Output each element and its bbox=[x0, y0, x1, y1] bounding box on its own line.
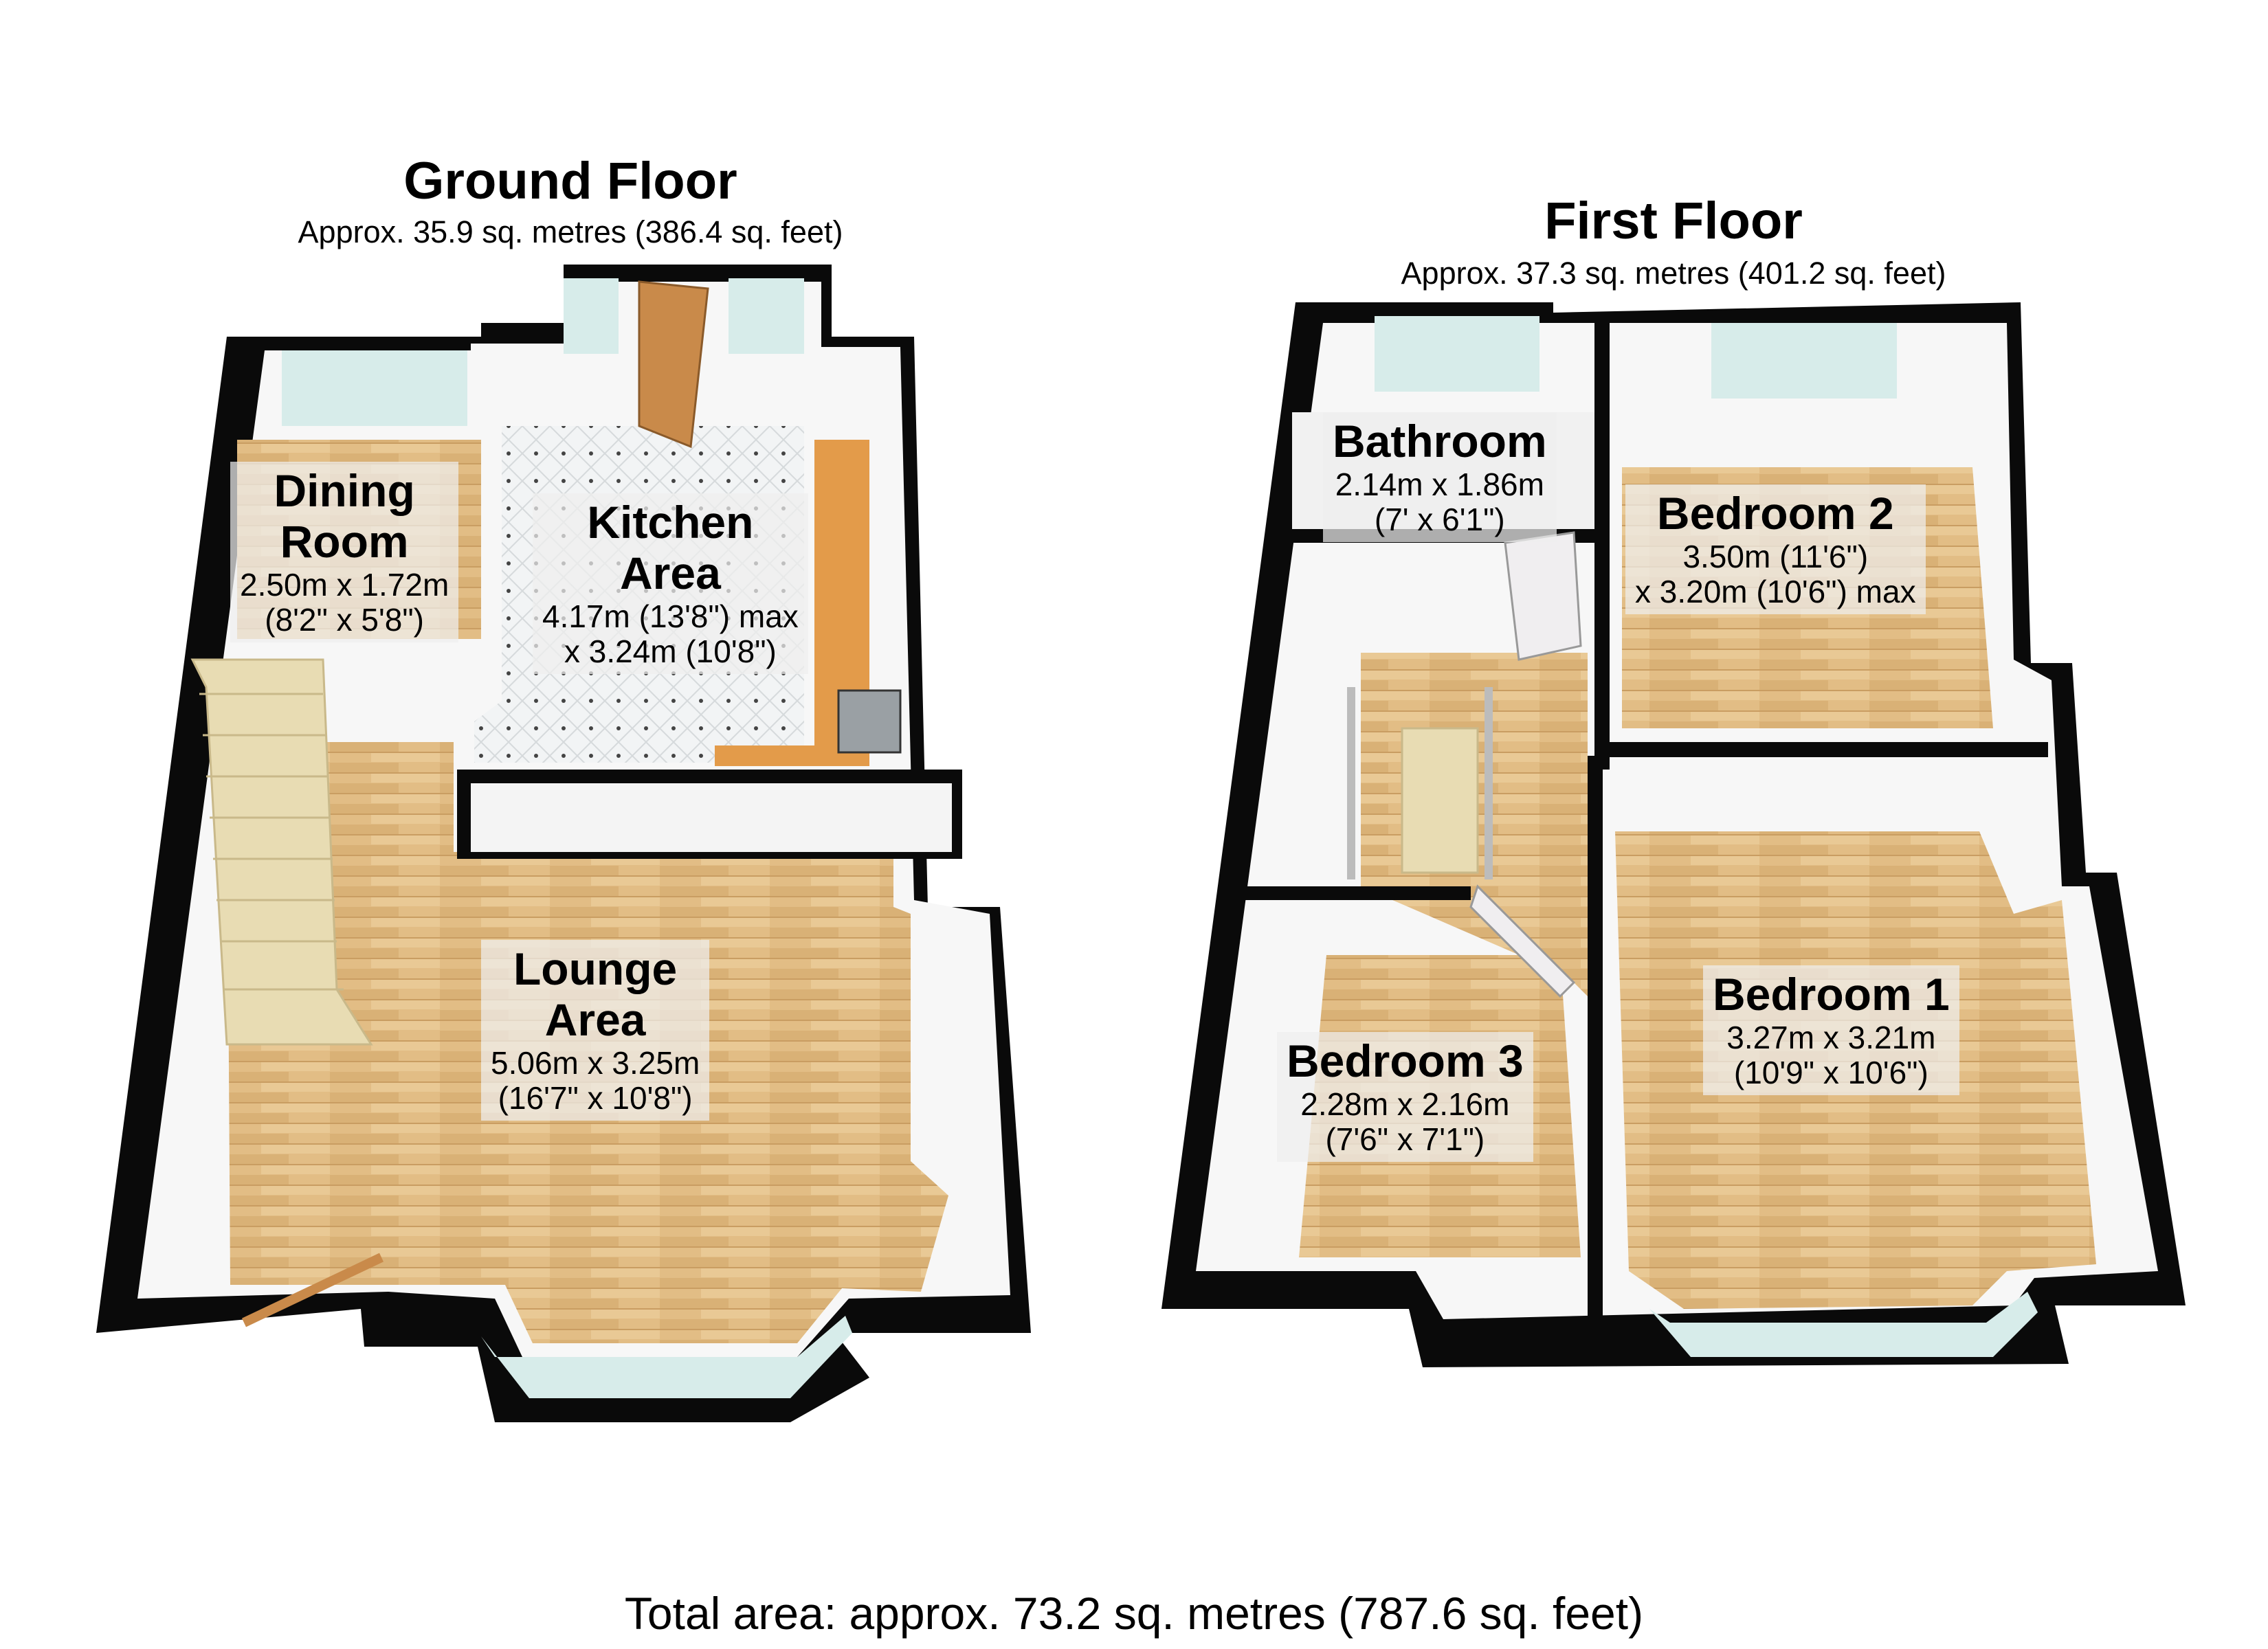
bedroom3-top-wall bbox=[1244, 886, 1471, 900]
bedroom2-window bbox=[1711, 323, 1897, 399]
bedroom3-door-icon bbox=[1469, 884, 1576, 998]
kitchen-area-dimensions-line2: x 3.24m (10'8") bbox=[564, 633, 777, 670]
bedroom2-bedroom1-wall bbox=[1601, 742, 2048, 757]
first-floor-area: Approx. 37.3 sq. metres (401.2 sq. feet) bbox=[1401, 256, 1946, 291]
dining-room-dimensions-metric: 2.50m x 1.72m bbox=[240, 566, 449, 603]
first-floor-title: First Floor bbox=[1544, 192, 1803, 250]
ground-floor-staircase bbox=[190, 658, 373, 1046]
lounge-door-icon bbox=[241, 1253, 384, 1327]
stair-rail-left bbox=[1347, 687, 1355, 879]
lounge-area-dimensions-metric: 5.06m x 3.25m bbox=[491, 1044, 700, 1081]
dining-room-label: Dining Room 2.50m x 1.72m (8'2" x 5'8") bbox=[230, 462, 459, 642]
landing-bedroom1-wall bbox=[1588, 756, 1603, 1326]
dining-room-dimensions-imperial: (8'2" x 5'8") bbox=[265, 602, 425, 638]
first-floor-plan bbox=[1161, 302, 2186, 1367]
dining-room-name-line2: Room bbox=[280, 515, 409, 567]
first-floor-stairs bbox=[1401, 727, 1479, 874]
dining-window bbox=[282, 350, 467, 426]
bedroom-1-dimensions-metric: 3.27m x 3.21m bbox=[1726, 1019, 1936, 1055]
bedroom-2-dimensions-line2: x 3.20m (10'6") max bbox=[1635, 574, 1916, 610]
kitchen-area-name-line2: Area bbox=[620, 547, 721, 598]
bedroom-3-dimensions-imperial: (7'6" x 7'1") bbox=[1325, 1121, 1485, 1158]
kitchen-lounge-wall-face bbox=[471, 783, 952, 852]
bedroom-2-name: Bedroom 2 bbox=[1656, 488, 1894, 539]
stair-rail-right bbox=[1485, 687, 1493, 879]
bathroom-dimensions-imperial: (7' x 6'1") bbox=[1374, 502, 1505, 538]
bedroom-1-dimensions-imperial: (10'9" x 10'6") bbox=[1733, 1055, 1928, 1091]
bathroom-bedroom2-wall bbox=[1594, 316, 1610, 770]
bathroom-window bbox=[1375, 316, 1539, 392]
hob-icon bbox=[837, 689, 902, 754]
total-area-caption: Total area: approx. 73.2 sq. metres (787… bbox=[624, 1588, 1644, 1639]
bedroom-2-label: Bedroom 2 3.50m (11'6") x 3.20m (10'6") … bbox=[1625, 484, 1926, 614]
bedroom-3-name: Bedroom 3 bbox=[1287, 1035, 1524, 1086]
lounge-area-name-line2: Area bbox=[544, 994, 646, 1045]
bedroom-1-name: Bedroom 1 bbox=[1713, 969, 1950, 1020]
ground-floor-area: Approx. 35.9 sq. metres (386.4 sq. feet) bbox=[298, 214, 843, 249]
lounge-bay-window bbox=[481, 1316, 852, 1398]
bathroom-dimensions-metric: 2.14m x 1.86m bbox=[1335, 466, 1544, 502]
bathroom-label: Bathroom 2.14m x 1.86m (7' x 6'1") bbox=[1323, 412, 1557, 542]
bathroom-door-icon bbox=[1504, 531, 1582, 661]
dining-room-name-line1: Dining bbox=[274, 465, 415, 516]
kitchen-area-label: Kitchen Area 4.17m (13'8") max x 3.24m (… bbox=[533, 493, 808, 674]
kitchen-area-dimensions-line1: 4.17m (13'8") max bbox=[542, 598, 799, 634]
bedroom-3-dimensions-metric: 2.28m x 2.16m bbox=[1300, 1086, 1510, 1122]
ground-floor-plan bbox=[96, 265, 1031, 1422]
kitchen-door-icon bbox=[638, 280, 709, 449]
bedroom-2-dimensions-line1: 3.50m (11'6") bbox=[1682, 538, 1869, 574]
lounge-area-name-line1: Lounge bbox=[513, 943, 678, 994]
kitchen-area-name-line1: Kitchen bbox=[587, 497, 754, 548]
kitchen-window-right bbox=[729, 278, 804, 354]
bathroom-name: Bathroom bbox=[1333, 416, 1547, 467]
lounge-area-label: Lounge Area 5.06m x 3.25m (16'7" x 10'8"… bbox=[481, 940, 710, 1121]
bedroom1-bay-window bbox=[1649, 1292, 2038, 1357]
kitchen-window-left bbox=[564, 278, 619, 354]
ground-floor-title: Ground Floor bbox=[403, 152, 737, 210]
bedroom-1-label: Bedroom 1 3.27m x 3.21m (10'9" x 10'6") bbox=[1703, 965, 1959, 1095]
bedroom-3-label: Bedroom 3 2.28m x 2.16m (7'6" x 7'1") bbox=[1277, 1032, 1533, 1162]
lounge-area-dimensions-imperial: (16'7" x 10'8") bbox=[498, 1080, 693, 1117]
